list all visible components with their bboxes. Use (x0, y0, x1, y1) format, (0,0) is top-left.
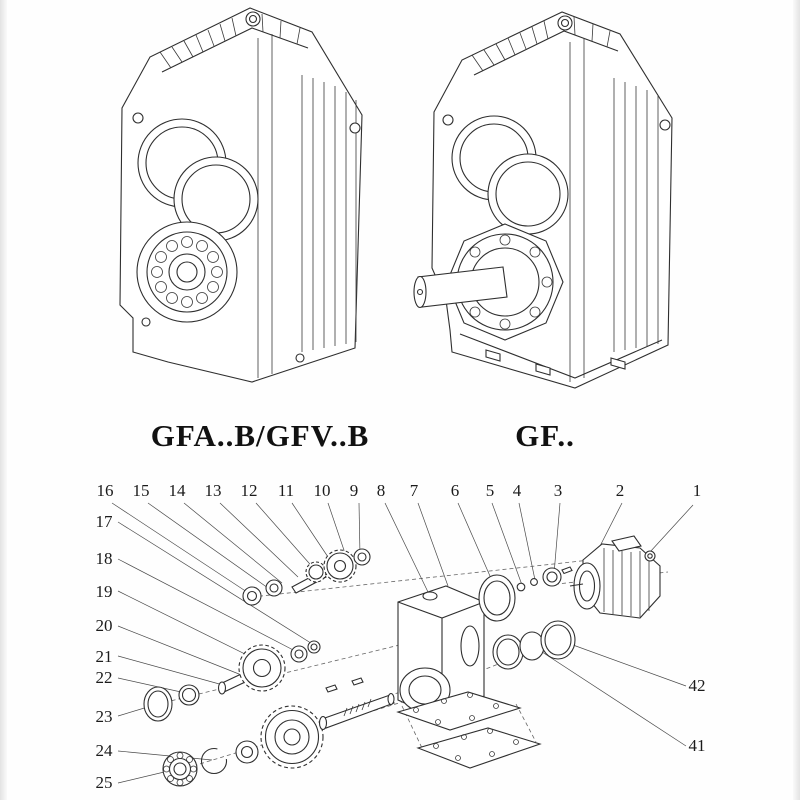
cooling-fins (301, 75, 357, 352)
drawing-gearbox-solid-shaft (413, 11, 673, 389)
callout-20: 20 (96, 616, 113, 635)
drawing-gearbox-hollow-shaft (119, 7, 363, 383)
callout-2: 2 (616, 481, 625, 500)
callout-22: 22 (96, 668, 113, 687)
breather-plug (422, 591, 438, 601)
circlip (200, 747, 228, 775)
input-shaft-parts (242, 548, 371, 606)
exploded-view (111, 502, 694, 787)
callout-7: 7 (410, 481, 419, 500)
callout-11: 11 (278, 481, 294, 500)
callout-10: 10 (314, 481, 331, 500)
motor-key (561, 566, 573, 575)
callout-18: 18 (96, 549, 113, 568)
input-bores (137, 118, 259, 242)
mounting-base (459, 333, 663, 379)
callout-24: 24 (96, 741, 114, 760)
bolt-bosses (442, 114, 671, 131)
input-bores (451, 115, 569, 235)
motor (569, 535, 661, 619)
intermediate-shaft-parts (143, 640, 321, 722)
roof-inner-edge (473, 30, 619, 76)
callout-14: 14 (169, 481, 187, 500)
callout-42: 42 (689, 676, 706, 695)
bolt-bosses (132, 112, 361, 363)
housing-straps (569, 38, 585, 382)
roof-inner-edge (161, 27, 309, 73)
callout-17: 17 (96, 512, 114, 531)
lifting-hole (557, 15, 573, 31)
output-shaft-parts (162, 677, 395, 787)
gear (323, 549, 357, 583)
callout-numbers: 16 15 14 13 12 11 10 9 8 7 6 5 4 3 2 1 1… (96, 481, 706, 792)
intermediate-gear (238, 644, 286, 692)
output-gear (260, 705, 324, 769)
callout-41: 41 (689, 736, 706, 755)
lifting-hole (245, 11, 261, 27)
callout-23: 23 (96, 707, 113, 726)
motor-side-parts (478, 535, 661, 622)
motor-bearing (542, 567, 562, 587)
callout-25: 25 (96, 773, 113, 792)
output-pinion-shaft (321, 694, 395, 729)
callout-3: 3 (554, 481, 563, 500)
callout-15: 15 (133, 481, 150, 500)
callout-16: 16 (97, 481, 114, 500)
callout-9: 9 (350, 481, 359, 500)
model-label-gfab-gfvb: GFA..B/GFV..B (150, 418, 370, 453)
roof-hatch (471, 16, 611, 72)
key (325, 684, 338, 693)
callout-8: 8 (377, 481, 386, 500)
roof-hatch (159, 13, 301, 69)
output-flange-and-shaft (413, 223, 564, 341)
leader-lines (111, 502, 694, 784)
callout-21: 21 (96, 647, 113, 666)
flange-rings (492, 620, 576, 670)
callout-19: 19 (96, 582, 113, 601)
key (351, 677, 364, 686)
callout-6: 6 (451, 481, 460, 500)
terminal-box (611, 535, 642, 552)
callout-4: 4 (513, 481, 522, 500)
model-label-gf: GF.. (515, 418, 575, 453)
callout-12: 12 (241, 481, 258, 500)
output-bearing (136, 221, 238, 323)
callout-13: 13 (205, 481, 222, 500)
cover-plates (396, 691, 542, 769)
housing-straps (257, 34, 273, 378)
ball-bearing (162, 751, 198, 787)
cooling-fins (613, 78, 659, 352)
callout-1: 1 (693, 481, 702, 500)
callout-5: 5 (486, 481, 495, 500)
